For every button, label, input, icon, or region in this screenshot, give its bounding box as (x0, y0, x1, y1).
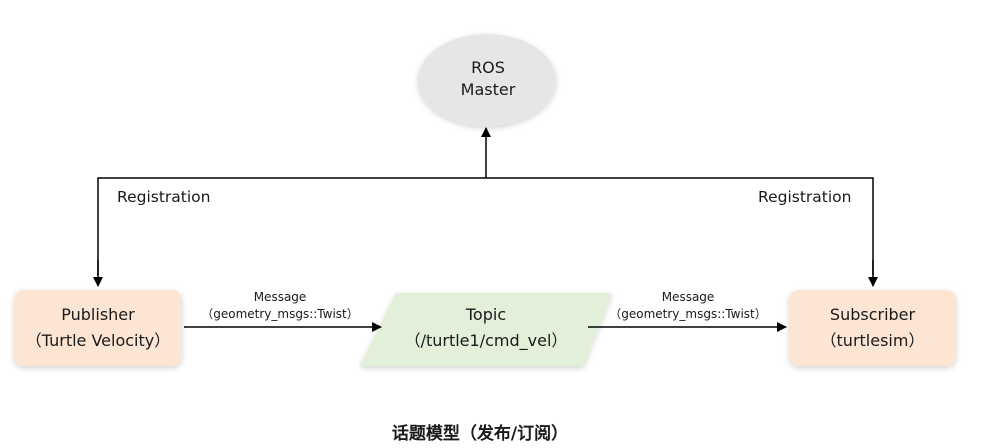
message-right-line2: （geometry_msgs::Twist） (609, 307, 767, 321)
ros-master-line2: Master (460, 80, 516, 99)
message-right-label: Message （geometry_msgs::Twist） (588, 289, 788, 323)
registration-left-label: Registration (117, 188, 211, 206)
subscriber-line2: （turtlesim） (820, 331, 925, 350)
topic-line1: Topic (465, 305, 507, 324)
subscriber-label: Subscriber （turtlesim） (789, 302, 956, 354)
registration-line (97, 177, 874, 275)
ros-master-line1: ROS (471, 58, 505, 77)
topic-label: Topic （/turtle1/cmd_vel） (376, 302, 596, 354)
publisher-line1: Publisher (61, 305, 135, 324)
message-right-line1: Message (661, 290, 715, 304)
subscriber-line1: Subscriber (829, 305, 916, 324)
registration-right-label: Registration (758, 188, 852, 206)
ros-master-node (418, 34, 556, 126)
topic-node (360, 293, 612, 366)
topic-line2: （/turtle1/cmd_vel） (404, 331, 568, 350)
message-left-line2: （geometry_msgs::Twist） (201, 307, 359, 321)
publisher-line2: （Turtle Velocity） (25, 331, 171, 350)
publisher-label: Publisher （Turtle Velocity） (14, 302, 182, 354)
message-left-label: Message （geometry_msgs::Twist） (180, 289, 380, 323)
message-left-line1: Message (253, 290, 307, 304)
ros-master-label: ROS Master (418, 57, 558, 101)
diagram-caption: 话题模型（发布/订阅） (391, 424, 569, 444)
subscriber-node (789, 290, 956, 366)
publisher-node (14, 290, 182, 366)
